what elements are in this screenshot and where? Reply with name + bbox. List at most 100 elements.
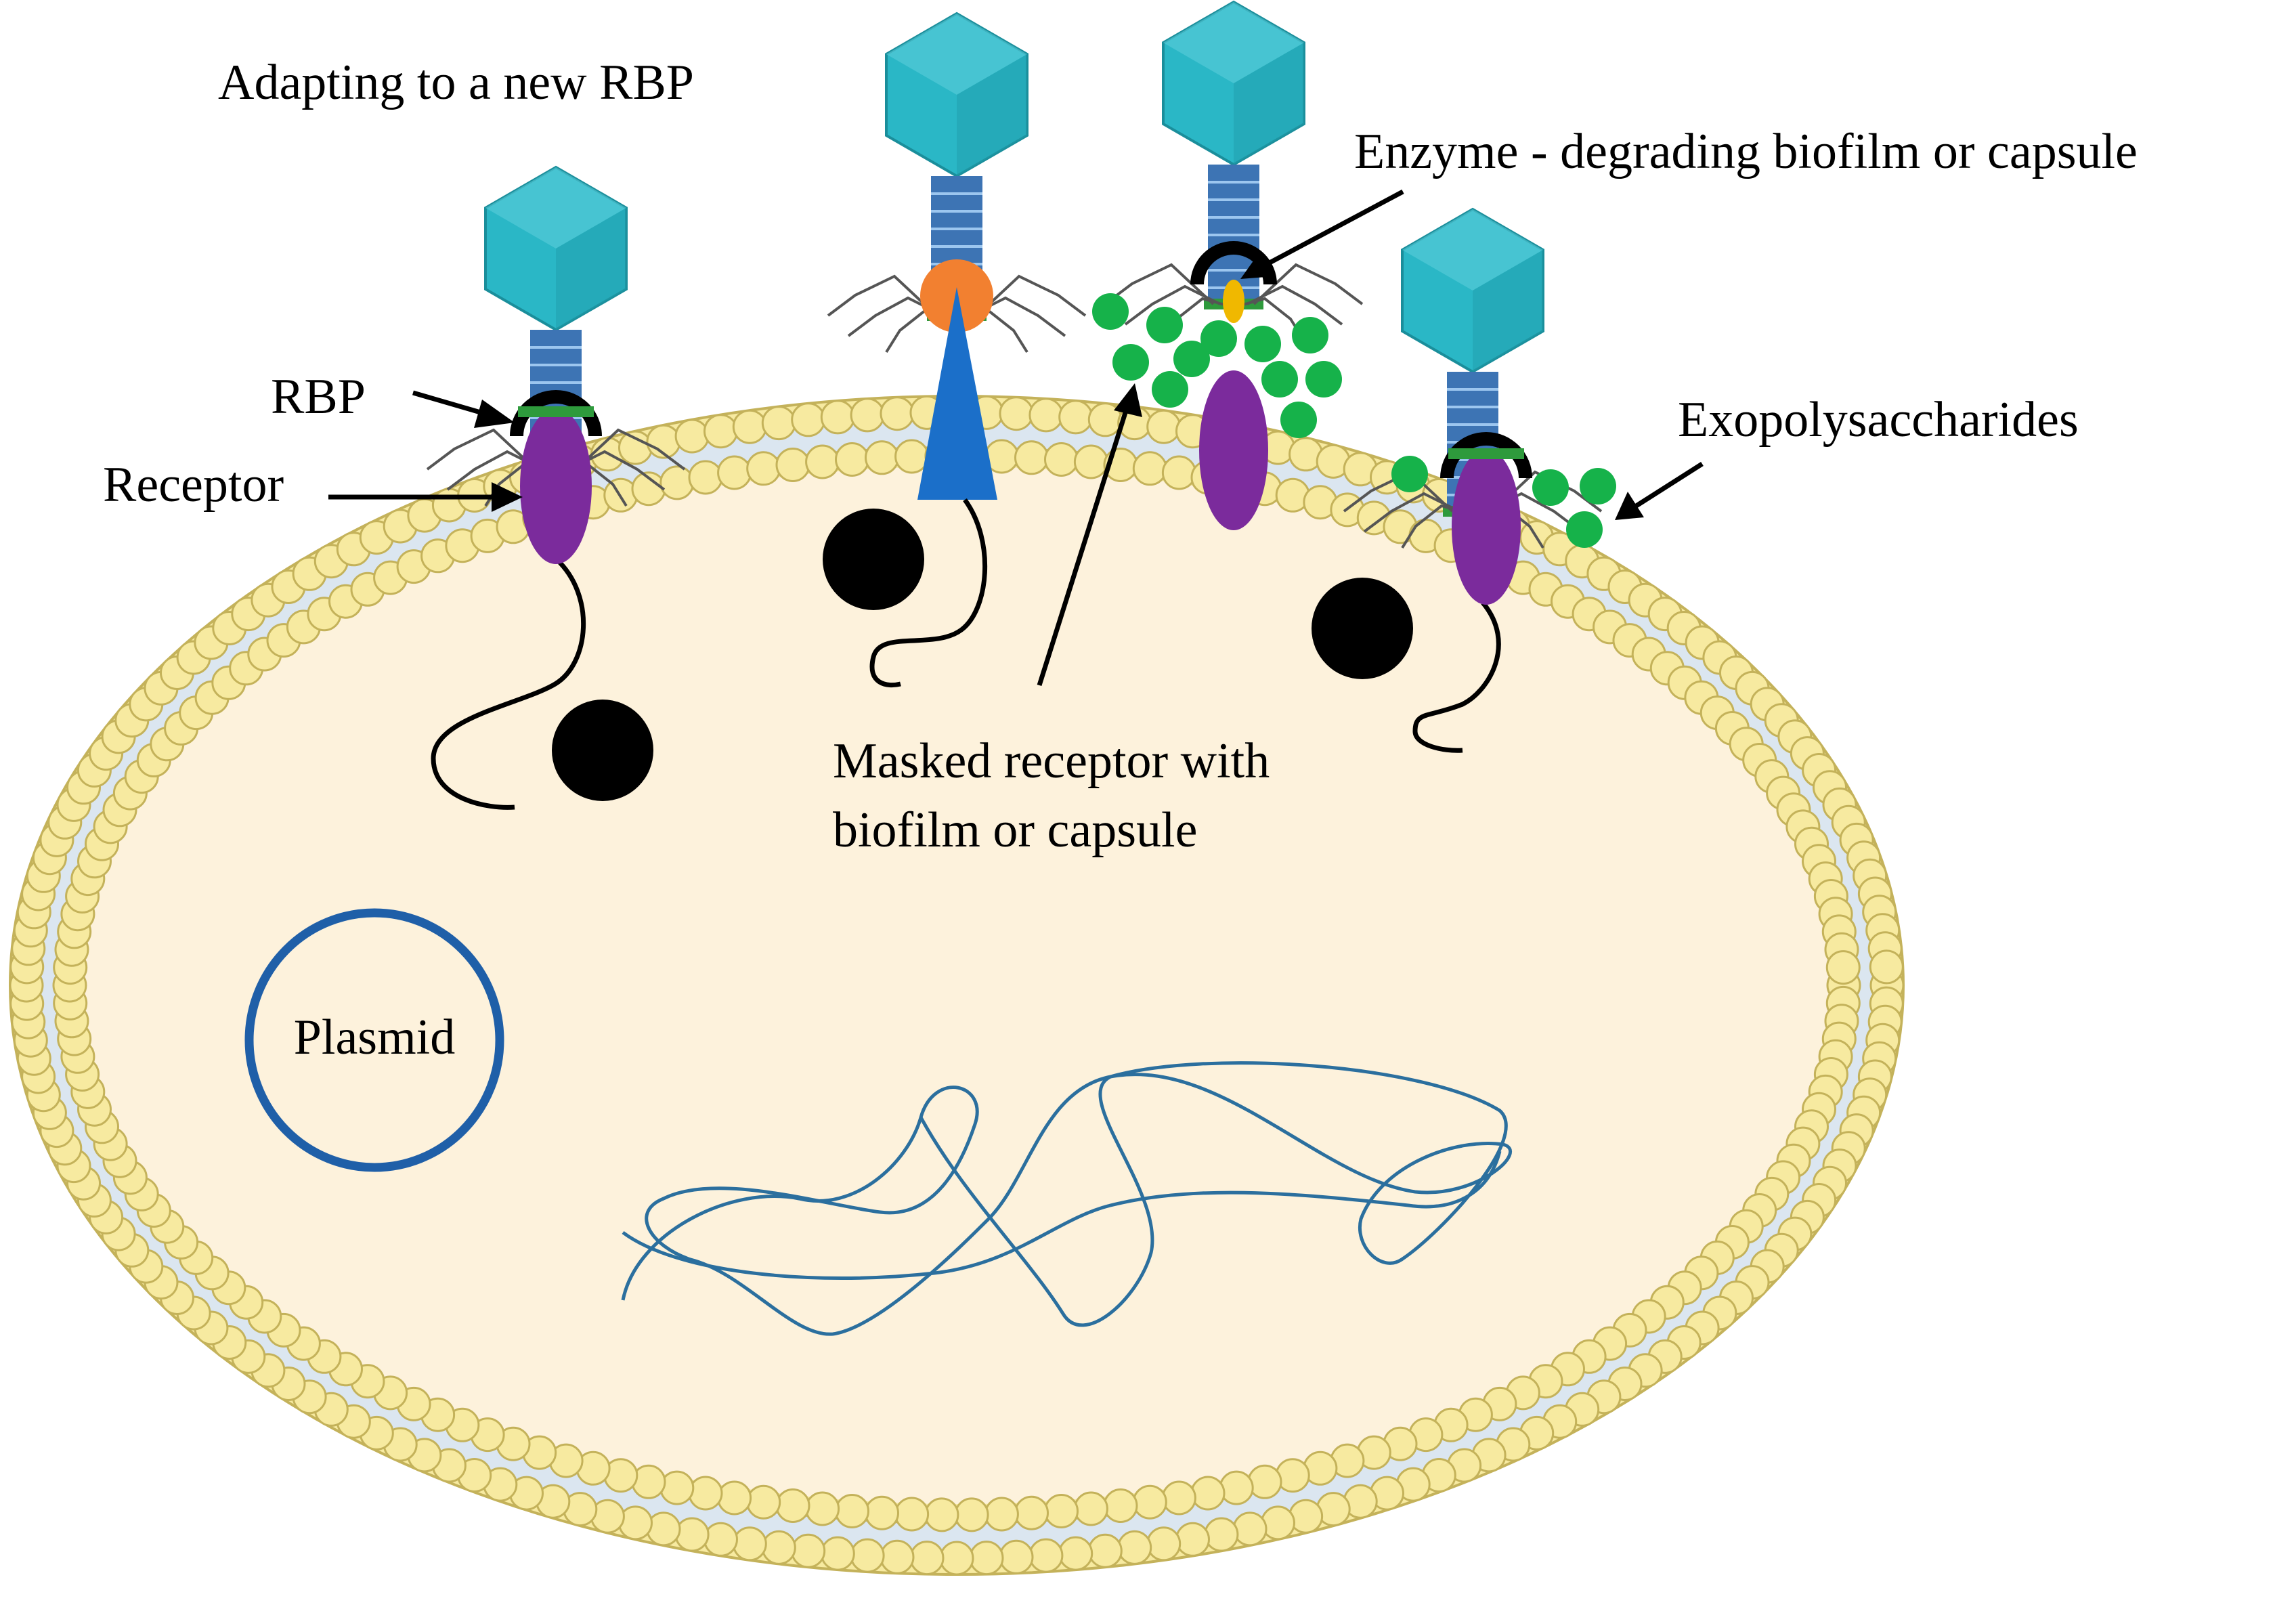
lipid-head <box>954 1497 989 1532</box>
lipid-head <box>820 400 855 435</box>
lipid-head <box>1146 1526 1182 1562</box>
lipid-head <box>805 1491 840 1526</box>
lipid-head <box>1175 1522 1210 1557</box>
lipid-head <box>1161 1480 1196 1516</box>
lipid-head <box>865 1495 899 1530</box>
receptor-tail-1 <box>431 557 586 810</box>
lipid-head <box>835 442 869 477</box>
lipid-head <box>688 460 723 495</box>
lipid-head <box>820 1536 855 1571</box>
lipid-head <box>1073 444 1108 479</box>
lipid-head <box>1014 1495 1049 1530</box>
label-masked-2: biofilm or capsule <box>833 802 1197 858</box>
lipid-head <box>659 465 695 500</box>
lipid-bilayer <box>9 395 1905 1576</box>
lipid-head <box>746 1484 781 1520</box>
phage-3 <box>1343 208 1603 753</box>
label-enzyme: Enzyme - degrading biofilm or capsule <box>1354 124 2138 179</box>
lipid-head <box>1087 1533 1123 1568</box>
lipid-head <box>880 1539 915 1574</box>
lipid-head <box>1190 1476 1226 1511</box>
step-badge-1: 1 <box>552 700 653 801</box>
lipid-head <box>791 1533 826 1568</box>
exopolysaccharides <box>1092 293 1616 548</box>
lipid-head <box>1261 1505 1295 1541</box>
phage-enzyme <box>1104 1 1364 530</box>
rbp-black-1 <box>510 390 602 436</box>
receptor-purple-1 <box>520 408 592 564</box>
step-number-2: 2 <box>864 540 883 582</box>
lipid-head <box>1247 1464 1282 1499</box>
lipid-head <box>1825 950 1861 985</box>
receptor-purple-3 <box>1452 449 1521 605</box>
lipid-head <box>835 1494 869 1528</box>
lipid-head <box>1044 1494 1079 1528</box>
lipid-head <box>1028 398 1064 433</box>
lipid-head <box>1044 442 1079 477</box>
rbp-black-3 <box>1190 241 1277 284</box>
lipid-head <box>674 418 710 454</box>
lipid-head <box>646 1511 681 1547</box>
lipid-head <box>880 396 915 431</box>
lipid-head <box>1132 451 1167 486</box>
lipid-head <box>999 396 1034 431</box>
label-rbp: RBP <box>271 369 366 425</box>
lipid-head <box>1117 1530 1152 1565</box>
lipid-head <box>850 398 885 433</box>
lipid-head <box>924 1497 959 1532</box>
label-adapting: Adapting to a new RBP <box>218 55 694 110</box>
lipid-head <box>805 444 840 479</box>
lipid-head <box>850 1538 885 1573</box>
enzyme-yellow <box>1223 280 1244 323</box>
rbp-black-4 <box>1440 432 1532 478</box>
lipid-head <box>674 1517 710 1552</box>
lipid-head <box>761 1530 796 1565</box>
dna-strand <box>621 1061 1513 1336</box>
lipid-head <box>1028 1538 1064 1573</box>
plasmid-ring <box>244 908 504 1172</box>
lipid-head <box>688 1476 723 1511</box>
lipid-head <box>999 1539 1034 1574</box>
lipid-head <box>865 440 899 475</box>
receptor-tail-3 <box>1412 601 1501 753</box>
lipid-head <box>1146 409 1182 444</box>
lipid-head <box>1204 1517 1239 1552</box>
step-number-3: 3 <box>1353 609 1372 651</box>
dna-strand-loop <box>622 1151 1502 1280</box>
lipid-head <box>618 430 653 465</box>
lipid-head <box>1014 440 1049 475</box>
lipid-head <box>1073 1491 1108 1526</box>
lipid-head <box>939 1541 974 1576</box>
callout-arrows <box>328 189 1704 687</box>
lipid-head <box>1103 1488 1138 1523</box>
label-masked-1: Masked receptor with <box>833 733 1270 789</box>
lipid-head <box>717 1480 752 1516</box>
lipid-head <box>894 1497 930 1532</box>
lipid-head <box>894 439 930 474</box>
lipid-head <box>732 409 767 444</box>
phage-1 <box>426 166 686 810</box>
label-exopolysaccharides: Exopolysaccharides <box>1678 392 2079 448</box>
lipid-head <box>703 1522 738 1557</box>
lipid-head <box>703 414 738 449</box>
lipid-head <box>775 448 810 482</box>
lipid-head <box>791 402 826 437</box>
lipid-head <box>746 451 781 486</box>
lipid-head <box>1219 1470 1254 1505</box>
step-number-1: 1 <box>593 731 612 773</box>
plasmid-label: Plasmid <box>294 1010 455 1065</box>
lipid-head <box>761 406 796 441</box>
cytoplasm <box>81 467 1833 1504</box>
receptor-tail-2 <box>869 498 988 688</box>
lipid-head <box>775 1488 810 1523</box>
lipid-head <box>909 1541 945 1576</box>
lipid-head <box>732 1526 767 1562</box>
lipid-head <box>969 1541 1004 1576</box>
lipid-head <box>1058 1536 1093 1571</box>
step-badge-3: 3 <box>1312 578 1413 679</box>
bacterial-cell <box>9 395 1905 1576</box>
lipid-head <box>1869 949 1904 985</box>
lipid-head <box>1132 1484 1167 1520</box>
lipid-head <box>1232 1511 1268 1547</box>
